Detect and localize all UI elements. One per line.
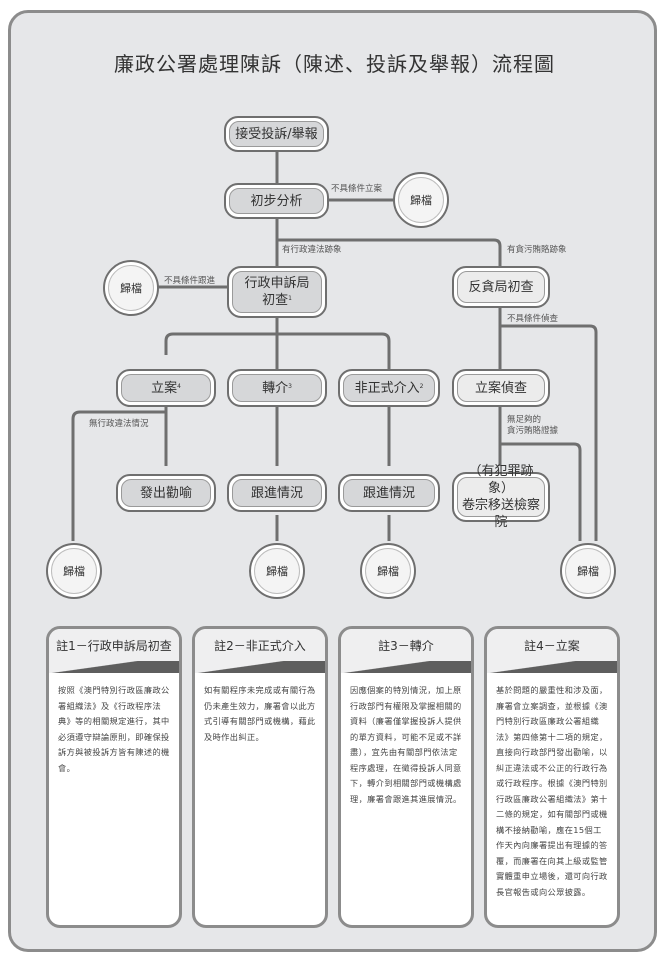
node-archive: 歸檔 xyxy=(103,260,159,316)
note-title: 註1－行政申訴局初查 xyxy=(49,629,179,661)
note-band xyxy=(49,661,179,673)
node-admin-bureau: 行政申訴局初查1 xyxy=(227,266,327,318)
note-title: 註3－轉介 xyxy=(341,629,471,661)
note-card-4: 註4－立案 基於問題的嚴重性和涉及面，廉署會立案調查，並根據《澳門特別行政區廉政… xyxy=(484,626,620,928)
node-preliminary: 初步分析 xyxy=(224,183,329,219)
node-archive: 歸檔 xyxy=(46,543,102,599)
node-prosecute: （有犯罪跡象）卷宗移送檢察院 xyxy=(452,464,550,530)
note-band xyxy=(195,661,325,673)
note-body: 基於問題的嚴重性和涉及面，廉署會立案調查，並根據《澳門特別行政區廉政公署組織法》… xyxy=(496,685,608,897)
label-no-conditions-file: 不具條件立案 xyxy=(331,184,383,194)
node-archive: 歸檔 xyxy=(393,172,449,228)
edge-to-anti xyxy=(277,238,502,268)
node-anti-corruption: 反貪局初查 xyxy=(452,266,550,308)
label-no-conditions-follow: 不具條件跟進 xyxy=(164,276,216,286)
note-body: 按照《澳門特別行政區廉政公署組織法》及《行政程序法典》等的相關規定進行，其中必須… xyxy=(58,685,170,773)
label-corruption: 有貪污賄賂跡象 xyxy=(507,245,567,255)
note-title: 註4－立案 xyxy=(487,629,617,661)
node-archive: 歸檔 xyxy=(560,543,616,599)
node-archive: 歸檔 xyxy=(249,543,305,599)
label-insufficient-evidence: 無足夠的貪污賄賂證據 xyxy=(507,415,559,436)
edge-no-violation xyxy=(71,410,166,541)
note-band xyxy=(487,661,617,673)
label-no-conditions-investigate: 不具條件偵查 xyxy=(507,314,559,324)
node-archive: 歸檔 xyxy=(360,543,416,599)
note-body: 如有關程序未完成或有關行為仍未產生效力，廉署會以此方式引導有關部門或機構，藉此及… xyxy=(204,685,316,742)
node-follow-up-informal: 跟進情況 xyxy=(338,474,440,512)
label-admin-violation: 有行政違法跡象 xyxy=(282,245,342,255)
note-card-3: 註3－轉介 因應個案的特別情況，加上原行政部門有權限及掌握相關的資料（廉署僅掌握… xyxy=(338,626,474,928)
label-no-admin-violation: 無行政違法情況 xyxy=(89,419,149,429)
note-band xyxy=(341,661,471,673)
note-card-1: 註1－行政申訴局初查 按照《澳門特別行政區廉政公署組織法》及《行政程序法典》等的… xyxy=(46,626,182,928)
node-follow-up-referral: 跟進情況 xyxy=(227,474,327,512)
note-card-2: 註2－非正式介入 如有關程序未完成或有關行為仍未產生效力，廉署會以此方式引導有關… xyxy=(192,626,328,928)
note-body: 因應個案的特別情況，加上原行政部門有權限及掌握相關的資料（廉署僅掌握投訴人提供的… xyxy=(350,685,462,804)
node-receive: 接受投訴/舉報 xyxy=(224,116,329,152)
note-title: 註2－非正式介入 xyxy=(195,629,325,661)
edge-insufficient xyxy=(500,442,582,541)
edge-no-investigate xyxy=(500,324,598,541)
page-title: 廉政公署處理陳訴（陳述、投訴及舉報）流程圖 xyxy=(114,52,555,76)
node-investigation: 立案偵查 xyxy=(452,369,550,407)
node-advice: 發出勸喻 xyxy=(116,474,216,512)
